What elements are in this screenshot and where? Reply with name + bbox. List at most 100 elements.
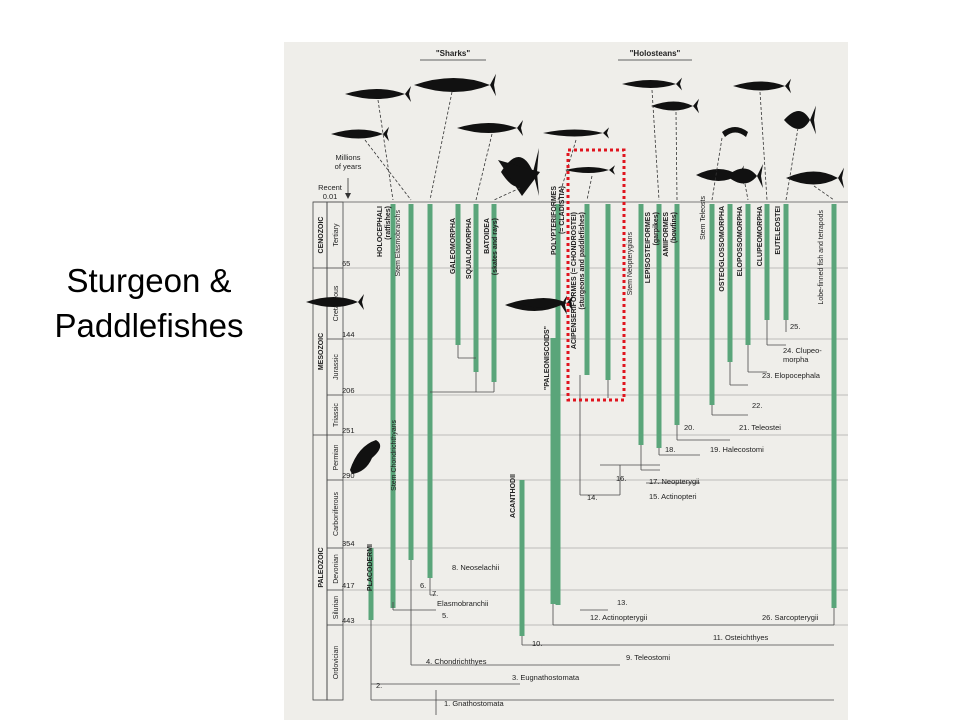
leader-line xyxy=(429,91,453,201)
leader-line xyxy=(557,139,577,201)
taxon-label: EUTELEOSTEI xyxy=(775,206,782,255)
node-label: 17. Neopterygii xyxy=(649,477,700,486)
node-label: 9. Teleostomi xyxy=(626,653,670,662)
fish-silhouette xyxy=(543,127,609,139)
time-tick-label: 251 xyxy=(342,426,355,435)
lineage-bar xyxy=(555,204,561,605)
node-label: 24. Clupeo-morpha xyxy=(783,346,822,364)
taxon-label: LEPISOSTEIFORMES(garpikes) xyxy=(645,212,660,284)
node-label: 16. xyxy=(616,474,626,483)
lineage-bar xyxy=(473,204,479,372)
lineage-bar xyxy=(656,204,662,448)
time-tick-label: 144 xyxy=(342,330,355,339)
lineage-bar xyxy=(584,204,590,375)
fish-silhouette xyxy=(306,294,364,310)
fish-silhouette xyxy=(733,78,791,94)
taxon-label: BATOIDEA(skates and rays) xyxy=(484,218,499,275)
node-label: 13. xyxy=(617,598,627,607)
node-label: 5. xyxy=(442,611,448,620)
lineage-bar xyxy=(368,548,374,620)
leader-line xyxy=(364,139,412,201)
leader-line xyxy=(785,127,799,201)
fish-silhouette xyxy=(345,86,411,102)
phylogeny-figure xyxy=(284,42,848,720)
group-label-holosteans: "Holosteans" xyxy=(630,49,681,58)
lineage-bar xyxy=(764,204,770,320)
leader-line xyxy=(475,133,493,201)
lineage-bar xyxy=(550,338,556,604)
fish-silhouette xyxy=(786,167,844,189)
leader-line xyxy=(711,137,723,201)
placoderm-silhouette xyxy=(350,440,381,474)
highlight-box xyxy=(566,148,626,402)
node-label: 7. xyxy=(432,589,438,598)
time-tick-label: 290 xyxy=(342,471,355,480)
fish-silhouette xyxy=(727,164,763,188)
taxon-label: "PALEONISCOIDS" xyxy=(544,326,551,390)
taxon-label: OSTEOGLOSSOMORPHA xyxy=(719,206,726,292)
time-axis-arrowhead xyxy=(345,193,351,199)
time-tick-label: 65 xyxy=(342,259,350,268)
group-label-sharks: "Sharks" xyxy=(436,49,470,58)
slide-title-line-1: Sturgeon & xyxy=(66,262,232,299)
time-tick-label: 417 xyxy=(342,581,355,590)
taxon-label: HOLOCEPHALI(ratfishes) xyxy=(377,206,392,257)
lineage-bar xyxy=(638,204,644,445)
node-label: Elasmobranchii xyxy=(437,599,489,608)
taxon-label: GALEOMORPHA xyxy=(450,218,457,274)
taxon-label: ELOPOSSOMORPHA xyxy=(737,206,744,276)
node-label: 12. Actinopterygii xyxy=(590,613,647,622)
lineage-bar xyxy=(674,204,680,425)
fish-silhouette xyxy=(651,98,699,114)
leader-line xyxy=(675,111,678,201)
lineage-bar xyxy=(745,204,751,345)
node-label: 20. xyxy=(684,423,694,432)
node-label: 3. Eugnathostomata xyxy=(512,673,580,682)
taxon-label: PLACODERMI xyxy=(367,544,374,591)
time-tick-label: 206 xyxy=(342,386,355,395)
fish-silhouette xyxy=(565,165,615,175)
period-label: Permian xyxy=(333,444,340,470)
leader-line xyxy=(759,91,768,201)
lineage-bar xyxy=(408,204,414,560)
leader-line xyxy=(377,99,394,201)
node-label: 18. xyxy=(665,445,675,454)
taxon-label: AMIIFORMES(bowfins) xyxy=(663,212,678,257)
slide-title-line-2: Paddlefishes xyxy=(54,307,244,344)
acanthodian-silhouette xyxy=(517,295,573,311)
leader-line xyxy=(651,89,660,201)
lineage-bar xyxy=(783,204,789,320)
node-label: 21. Teleostei xyxy=(739,423,781,432)
fish-silhouette xyxy=(784,105,816,135)
node-label: 6. xyxy=(420,581,426,590)
fish-silhouette xyxy=(622,77,682,91)
period-label: Triassic xyxy=(333,403,340,427)
node-label: 2. xyxy=(376,681,382,690)
taxon-label: Stem Elasmobranchs xyxy=(395,210,402,277)
eel-silhouette xyxy=(722,127,748,137)
leader-line xyxy=(493,187,521,201)
taxon-label: Stem Teleosts xyxy=(700,196,707,240)
node-label: 26. Sarcopterygii xyxy=(762,613,819,622)
fish-silhouette xyxy=(696,165,744,185)
period-label: Carboniferous xyxy=(333,492,340,536)
taxon-label: CLUPEOMORPHA xyxy=(757,206,764,266)
node-label: 8. Neoselachii xyxy=(452,563,499,572)
period-label: Silurian xyxy=(333,596,340,619)
taxon-label: POLYPTERIFORMES(= CLADISTIA) xyxy=(551,186,566,255)
lineage-bar xyxy=(427,204,433,578)
lineage-bar xyxy=(709,204,715,405)
time-tick-label: 443 xyxy=(342,616,355,625)
slide-title: Sturgeon & Paddlefishes xyxy=(18,258,280,348)
node-label: 25. xyxy=(790,322,800,331)
taxon-label: Lobe-finned fish and tetrapods xyxy=(818,210,825,305)
lineage-bar xyxy=(390,420,396,608)
node-label: 4. Chondrichthyes xyxy=(426,657,487,666)
lineage-bar xyxy=(519,480,525,636)
taxon-label: Stem Neopterygians xyxy=(627,232,634,296)
ray-silhouette xyxy=(498,160,540,196)
lineage-bar xyxy=(390,204,396,602)
fish-silhouette xyxy=(457,120,523,136)
